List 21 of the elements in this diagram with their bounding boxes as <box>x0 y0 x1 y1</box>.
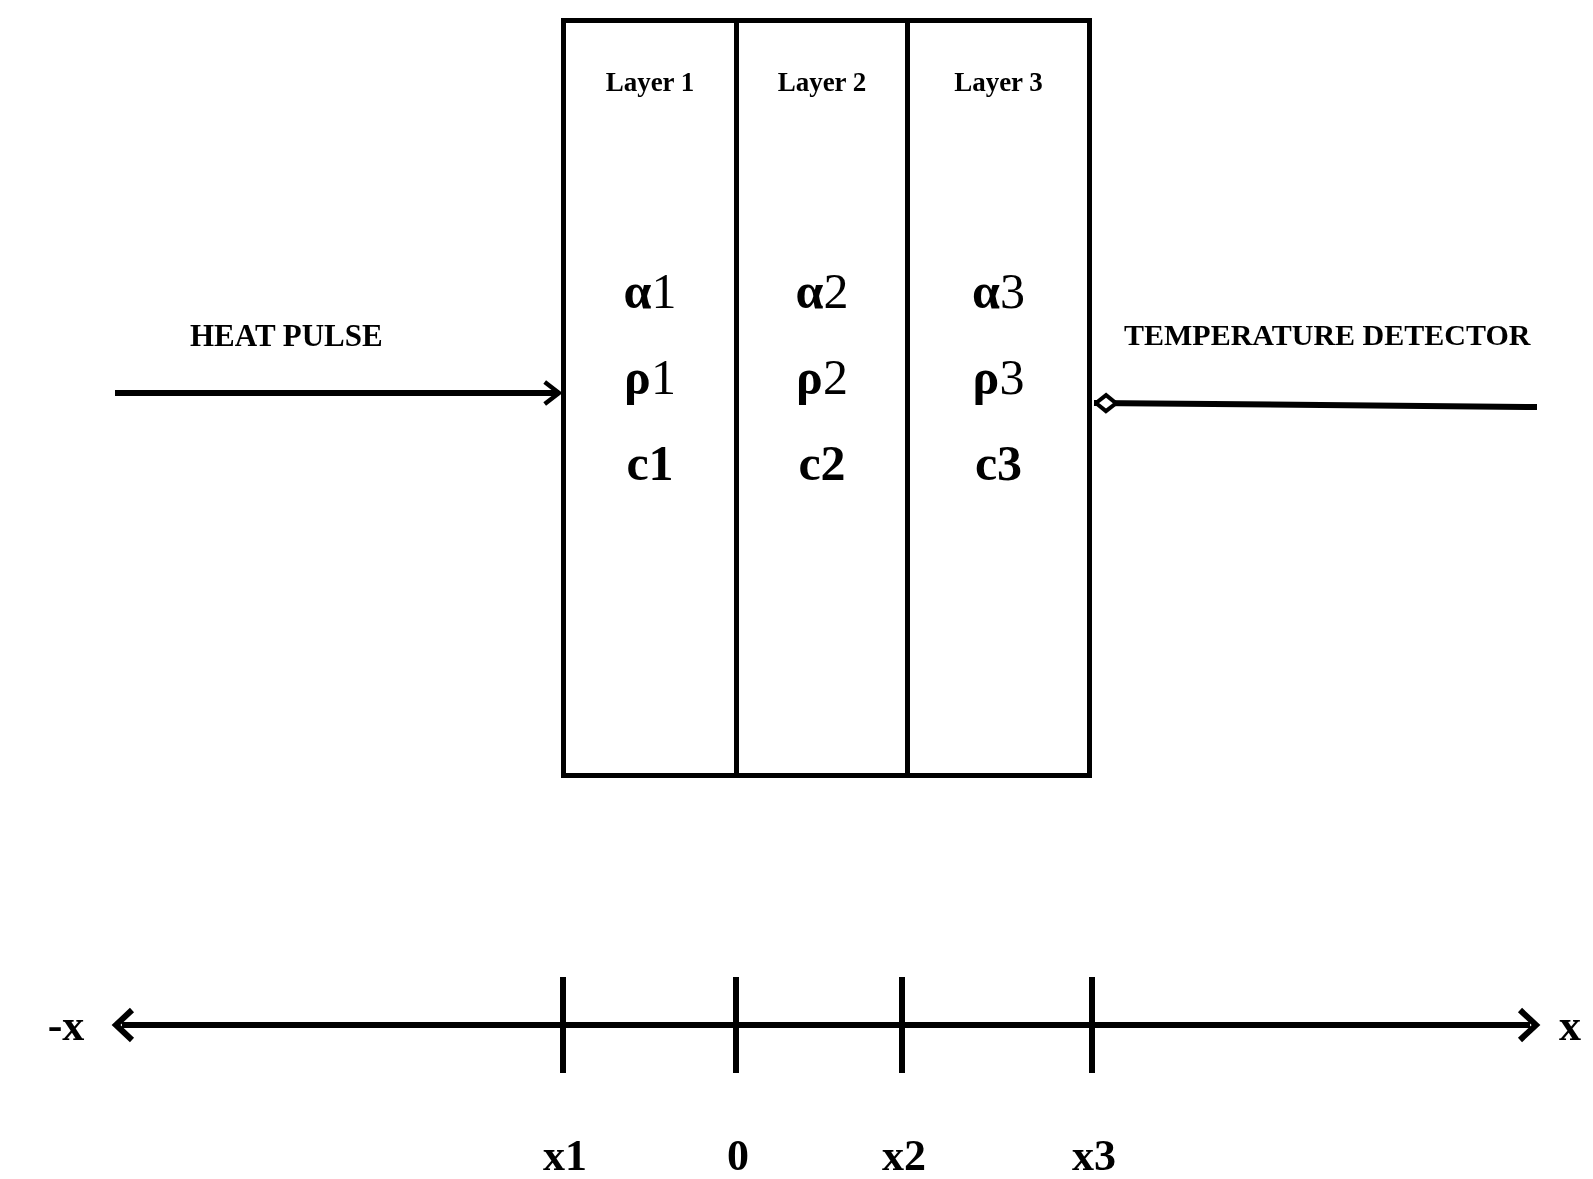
property-symbol: c3 <box>974 434 1023 493</box>
axis-label: x1 <box>543 1130 587 1179</box>
axis-label: x2 <box>882 1130 926 1179</box>
property-symbol: ρ3 <box>972 348 1025 407</box>
axis-label: 0 <box>727 1130 749 1179</box>
layer-title: Layer 2 <box>777 67 867 98</box>
layer-title: Layer 3 <box>954 67 1043 98</box>
axis-label: x <box>1559 1000 1581 1051</box>
property-symbol: ρ1 <box>624 348 676 407</box>
axis-label: -x <box>47 1000 85 1051</box>
layer-title: Layer 1 <box>605 67 695 98</box>
property-symbol: α2 <box>795 262 849 321</box>
edge-label: TEMPERATURE DETECTOR <box>1124 318 1531 352</box>
property-symbol: c2 <box>798 434 846 493</box>
property-symbol: α3 <box>972 262 1025 321</box>
edge-label: HEAT PULSE <box>190 318 383 354</box>
property-symbol: c1 <box>626 434 674 493</box>
property-symbol: ρ2 <box>796 348 848 407</box>
axis-label: x3 <box>1072 1130 1116 1179</box>
property-symbol: α1 <box>623 262 677 321</box>
arrow <box>115 379 562 407</box>
